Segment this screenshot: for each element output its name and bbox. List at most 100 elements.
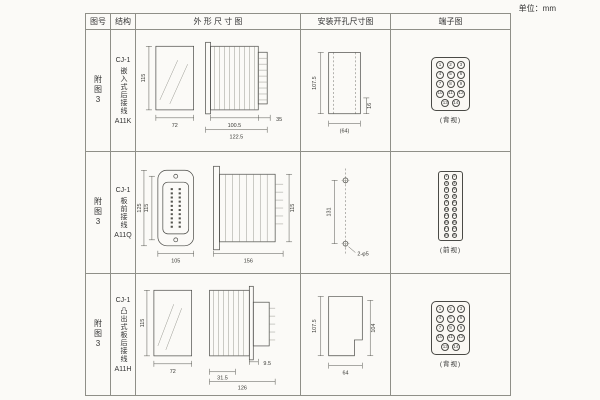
structure-code: A11H	[114, 365, 132, 373]
structure-model: CJ-1	[115, 296, 131, 304]
fig-no: 附图3	[93, 319, 103, 350]
terminal-point: 4	[436, 314, 444, 323]
terminal-point: 7	[436, 80, 444, 88]
side-flange	[213, 165, 220, 250]
terminal-point: 1	[443, 174, 450, 180]
install-drawing-a11k: 107.5 16 (64)	[312, 51, 373, 134]
terminal-point: 12	[457, 89, 465, 98]
terminal-point: 1	[436, 305, 444, 313]
terminal-point: 2	[451, 174, 458, 180]
rear-terminals	[252, 301, 270, 346]
front-view	[153, 289, 193, 356]
dim-cutout-width: 64	[342, 370, 348, 376]
dim-body-length: 156	[244, 258, 253, 264]
terminal-point: 5	[446, 314, 455, 323]
structure-model: CJ-1	[115, 56, 131, 64]
dim-cutout-height: 107.5	[312, 76, 318, 90]
outline-drawing-a11h: 115 72 9.5 31.5 126	[140, 285, 276, 391]
outline-cell-3: 115 72 9.5 31.5 126	[136, 274, 301, 396]
terminal-point: 10	[436, 89, 444, 98]
dim-total-width: 122.5	[230, 134, 244, 140]
terminal-point: 3	[457, 305, 465, 313]
terminal-point: 8	[451, 193, 458, 199]
structure-desc: 凸出式板后接线	[120, 306, 127, 363]
front-connector	[162, 181, 190, 234]
dim-rear-depth: 31.5	[217, 375, 228, 381]
terminal-point: 6	[451, 187, 458, 193]
side-flange	[205, 41, 211, 114]
terminal-point: 13	[441, 343, 450, 351]
structure-code: A11K	[114, 117, 132, 125]
terminal-point: 5	[446, 70, 455, 79]
terminal-point: 4	[451, 180, 458, 186]
terminal-point: 7	[436, 324, 444, 332]
dim-total-length: 126	[238, 385, 247, 391]
dim-panel-offset: 9.5	[263, 360, 271, 366]
dim-front-width: 72	[172, 122, 178, 128]
connector-pins	[170, 187, 181, 230]
dim-front-height: 115	[140, 318, 146, 327]
front-plate	[157, 169, 194, 246]
terminal-point: 12	[457, 333, 465, 342]
install-cell-3: 107.5 104 64	[301, 274, 391, 396]
terminal-point: 14	[451, 213, 458, 219]
fig-no-cell-3: 附图3	[86, 274, 111, 396]
terminal-view-label: (背视)	[439, 361, 462, 368]
terminal-point: 10	[451, 200, 458, 206]
terminal-point: 7	[443, 193, 450, 199]
col-header-outline: 外 形 尺 寸 图	[136, 14, 301, 30]
dim-front-width: 72	[170, 368, 176, 374]
terminal-point: 12	[451, 206, 458, 212]
dim-cutout-height: 107.5	[312, 319, 318, 333]
terminal-point: 2	[446, 305, 455, 313]
terminal-point: 11	[446, 333, 455, 342]
structure-cell-3: CJ-1 凸出式板后接线 A11H	[111, 274, 136, 396]
col-header-install: 安装开孔尺寸图	[301, 14, 391, 30]
install-drawing-a11q: 131 2-φ5	[327, 168, 369, 257]
side-body-fins	[213, 289, 244, 356]
fig-no: 附图3	[93, 75, 103, 106]
mounting-hole-top	[173, 173, 179, 179]
rear-terminal-pins	[269, 307, 276, 340]
side-body	[219, 173, 276, 242]
unit-label: 单位：mm	[518, 4, 556, 13]
hole-spec-label: 2-φ5	[357, 251, 368, 257]
terminal-point: 14	[451, 343, 460, 351]
install-cell-2: 131 2-φ5	[301, 152, 391, 274]
col-header-structure: 结构	[111, 14, 136, 30]
terminal-point: 6	[457, 70, 465, 79]
terminal-point: 11	[443, 206, 450, 212]
dim-body-height: 115	[290, 203, 296, 212]
terminal-point: 1	[436, 61, 444, 69]
fig-no-cell-2: 附图3	[86, 152, 111, 274]
structure-model: CJ-1	[115, 186, 131, 194]
dim-plate-total-height: 125	[137, 203, 143, 212]
terminal-point: 16	[451, 219, 458, 225]
structure-desc: 嵌入式后接线	[120, 66, 127, 115]
terminal-point: 4	[436, 70, 444, 79]
terminal-point: 15	[443, 219, 450, 225]
dim-cutout-height2: 104	[371, 323, 377, 332]
terminal-point: 3	[443, 180, 450, 186]
col-header-fig: 图号	[86, 14, 111, 30]
terminal-point: 20	[451, 232, 458, 238]
structure-code: A11Q	[114, 231, 132, 239]
dim-front-height: 115	[141, 73, 147, 82]
dim-cutout-width: (64)	[340, 128, 350, 134]
dim-offset: 16	[367, 102, 373, 108]
terminal-point: 14	[451, 99, 460, 107]
cutout-fold-lines	[333, 51, 356, 114]
